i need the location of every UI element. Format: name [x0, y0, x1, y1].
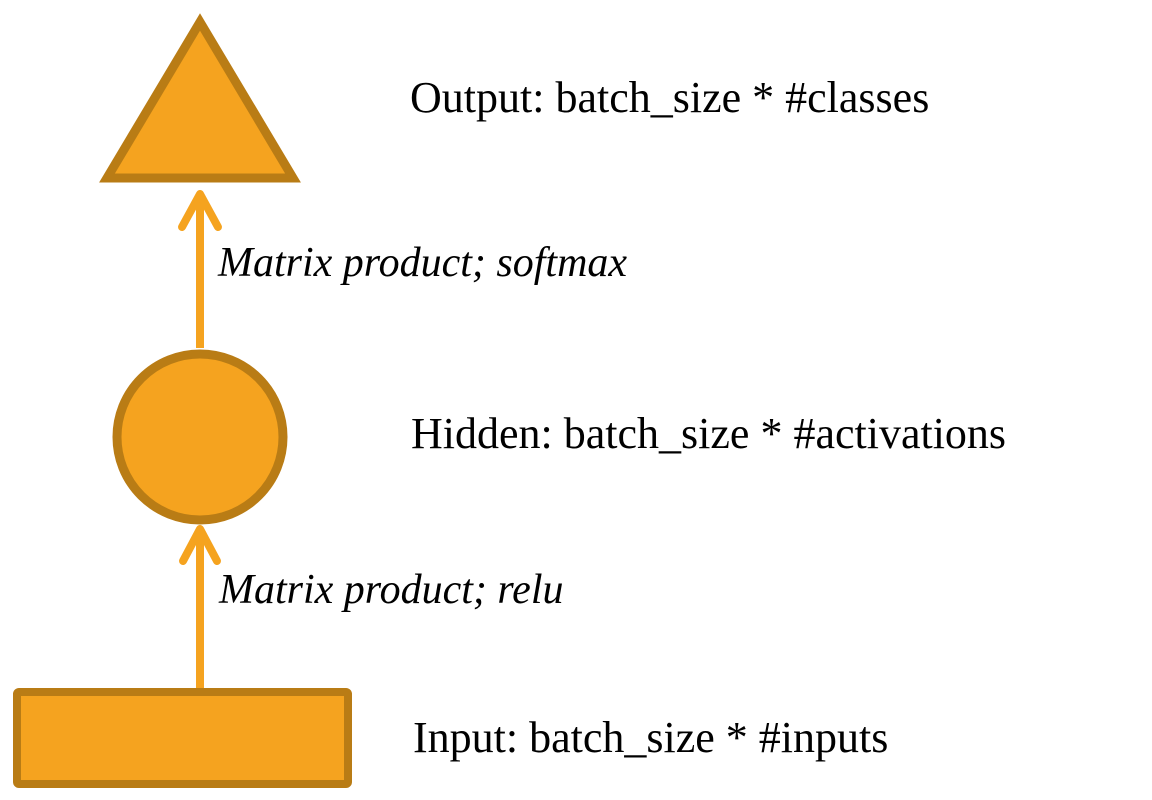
output-triangle-shape	[99, 13, 301, 183]
hidden-node-label: Hidden: batch_size * #activations	[411, 409, 1007, 458]
edge-input-to-hidden	[179, 525, 221, 688]
input-node-label: Input: batch_size * #inputs	[413, 713, 889, 762]
hidden-circle-shape	[112, 349, 288, 525]
edge-label-softmax: Matrix product; softmax	[218, 240, 628, 286]
arrow-head-relu	[179, 525, 221, 565]
arrow-head-softmax	[178, 190, 222, 231]
edge-hidden-to-output	[178, 190, 222, 348]
output-node-label: Output: batch_size * #classes	[410, 73, 930, 122]
input-rectangle-shape	[13, 688, 352, 788]
edge-label-relu: Matrix product; relu	[219, 567, 564, 613]
